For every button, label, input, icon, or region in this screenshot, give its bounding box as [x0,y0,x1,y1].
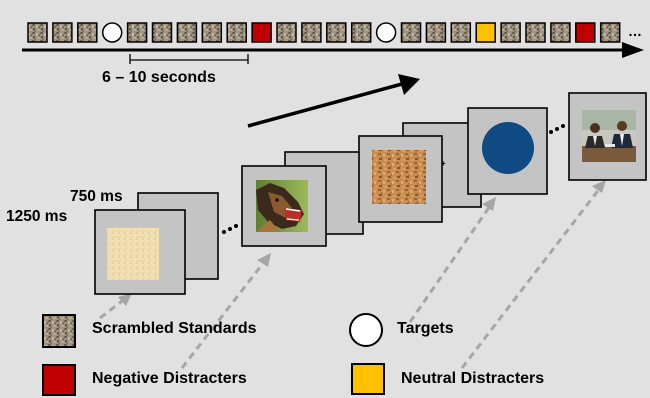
sequence-scrambled-item [550,22,571,43]
sequence-scrambled-item [400,22,422,43]
sequence-scrambled-item [276,22,297,43]
onset-arrowheads [118,180,606,306]
timeline-arrow [22,42,644,58]
sequence-scrambled-item [201,22,223,43]
dots-1 [222,224,238,234]
sequence-neutral-item [475,22,496,43]
fixation-duration-label: 750 ms [70,188,123,205]
sequence-scrambled-item [350,22,372,43]
sequence-scrambled-item [151,22,173,43]
legend-markers [42,313,385,396]
meeting-photo-image [582,110,636,162]
legend-negative-label: Negative Distracters [92,370,247,387]
sequence-scrambled-item [226,22,247,43]
target-circle [482,122,534,174]
snarling-dog-image [256,180,308,232]
trial-3: + [358,122,482,223]
trial-5 [568,92,647,181]
legend-targets-label: Targets [397,320,454,337]
onset-arrows [99,187,602,369]
legend-target-swatch [349,313,383,347]
sequence-target-item [375,22,397,43]
stimulus-sequence [27,22,621,43]
sequence-scrambled-item [326,22,347,43]
legend-scrambled-label: Scrambled Standards [92,320,257,337]
duration-bracket [129,54,249,64]
sequence-scrambled-item [52,22,73,43]
sequence-ellipsis: … [628,23,642,39]
trial-2: + [241,151,364,247]
trial-1: + [94,192,219,295]
svg-text:+: + [441,159,446,168]
duration-label: 6 – 10 seconds [102,69,216,86]
sequence-target-item [101,22,123,43]
sequence-negative-item [251,22,272,43]
legend-neutral-label: Neutral Distracters [401,370,545,387]
sequence-scrambled-item [126,22,148,43]
legend-scrambled-swatch [42,314,76,348]
paper-texture-image [107,228,159,280]
dots-2 [549,124,565,134]
sequence-scrambled-item [27,22,48,43]
scrambled-image [372,150,426,204]
legend-neutral-swatch [351,363,385,395]
sequence-scrambled-item [176,22,198,43]
sequence-scrambled-item [425,22,447,43]
legend-negative-swatch [42,364,76,396]
sequence-scrambled-item [500,22,521,43]
time-progression-arrow [247,74,420,128]
sequence-scrambled-item [301,22,322,43]
sequence-scrambled-item [450,22,472,43]
sequence-scrambled-item [77,22,98,43]
sequence-scrambled-item [599,22,621,43]
stimulus-duration-label: 1250 ms [6,208,68,225]
sequence-negative-item [575,22,596,43]
trial-4 [467,107,548,195]
sequence-scrambled-item [525,22,546,43]
